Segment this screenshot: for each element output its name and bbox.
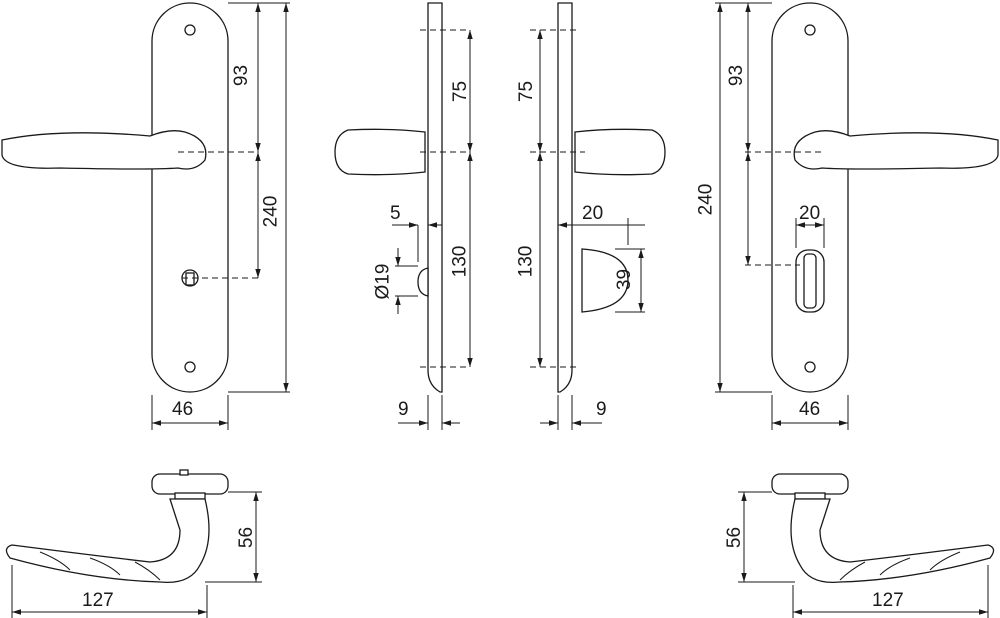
dim-label: 9 bbox=[398, 399, 409, 420]
dim-label: 75 bbox=[516, 80, 538, 103]
dim-label: 240 bbox=[260, 195, 282, 228]
dim-label: 20 bbox=[799, 203, 821, 224]
dim-label: 56 bbox=[236, 526, 258, 549]
lever-handle bbox=[793, 130, 999, 170]
dim-label: 75 bbox=[450, 80, 472, 103]
dim-label: 39 bbox=[614, 268, 636, 291]
front-view-right bbox=[715, 2, 999, 430]
dim-label: 46 bbox=[172, 399, 194, 420]
indicator-profile bbox=[417, 267, 429, 297]
dim-label: 130 bbox=[515, 245, 537, 278]
lever-top bbox=[790, 498, 995, 584]
dim-label: Ø19 bbox=[372, 263, 394, 300]
dim-label: 93 bbox=[231, 64, 253, 87]
dim-label: 20 bbox=[582, 203, 604, 224]
plate-profile bbox=[557, 2, 573, 393]
dim-label: 240 bbox=[695, 183, 717, 216]
handle-top-right bbox=[738, 473, 995, 618]
screw-icon bbox=[184, 361, 196, 373]
backplate bbox=[771, 2, 849, 393]
side-view-left bbox=[334, 2, 473, 430]
dim-label: 93 bbox=[726, 64, 748, 87]
front-view-left bbox=[1, 2, 290, 430]
screw-icon bbox=[804, 361, 816, 373]
screw-icon bbox=[804, 24, 816, 36]
dim-label: 46 bbox=[799, 399, 821, 420]
side-view-right bbox=[530, 2, 666, 430]
lever-handle bbox=[1, 130, 207, 170]
dim-label: 9 bbox=[596, 399, 607, 420]
dim-label: 130 bbox=[449, 245, 471, 278]
lever-top bbox=[5, 498, 210, 584]
knob-profile bbox=[581, 248, 629, 313]
rosette bbox=[771, 473, 849, 495]
dim-label: 127 bbox=[872, 590, 904, 611]
handle-top-left bbox=[5, 469, 262, 618]
dim-label: 5 bbox=[390, 203, 401, 224]
dim-label: 56 bbox=[724, 526, 746, 549]
screw-icon bbox=[184, 24, 196, 36]
backplate bbox=[151, 2, 229, 393]
lever-profile bbox=[334, 128, 426, 176]
rosette bbox=[151, 473, 229, 495]
dim-label: 127 bbox=[82, 590, 114, 611]
plate-profile bbox=[427, 2, 443, 393]
lever-profile bbox=[574, 128, 666, 176]
